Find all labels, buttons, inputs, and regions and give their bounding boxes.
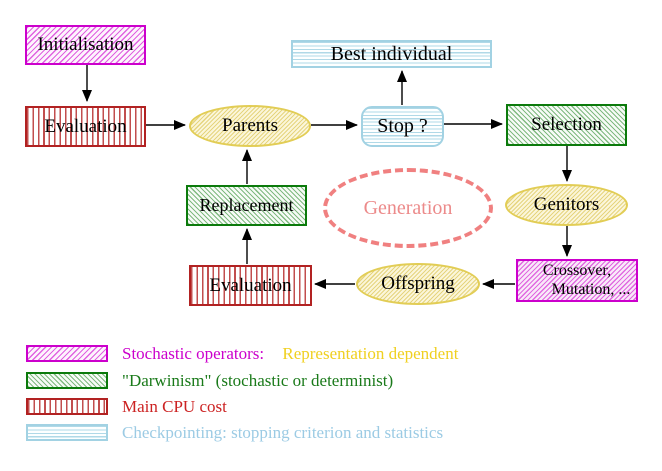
- node-evaluation-top: Evaluation: [25, 106, 146, 147]
- node-replacement: Replacement: [186, 185, 307, 226]
- legend-swatch-checkpointing: [26, 424, 108, 441]
- legend-row-darwinism: "Darwinism" (stochastic or determinist): [122, 371, 393, 391]
- node-initialisation-label: Initialisation: [37, 34, 134, 55]
- node-selection: Selection: [506, 104, 627, 146]
- node-generation-loop: Generation: [323, 168, 493, 248]
- node-crossover-label-line1: Crossover,: [542, 262, 612, 280]
- node-evaluation-top-label: Evaluation: [44, 115, 127, 137]
- node-evaluation-bottom: Evaluation: [189, 265, 312, 306]
- node-initialisation: Initialisation: [25, 25, 146, 65]
- legend-label-stochastic-operators: Stochastic operators:: [122, 344, 265, 363]
- node-stop-label: Stop ?: [377, 115, 428, 137]
- node-parents: Parents: [189, 105, 311, 147]
- legend-swatch-cpu-cost: [26, 398, 108, 415]
- node-replacement-label: Replacement: [199, 195, 294, 215]
- legend-label-darwinism: "Darwinism" (stochastic or determinist): [122, 371, 394, 390]
- legend-swatch-stochastic-operators: [26, 345, 108, 362]
- legend-row-checkpointing: Checkpointing: stopping criterion and st…: [122, 423, 443, 443]
- legend-swatch-darwinism: [26, 372, 108, 389]
- node-generation-label: Generation: [363, 196, 453, 219]
- node-crossover-label-line2: Mutation, ...: [551, 280, 631, 298]
- node-evaluation-bottom-label: Evaluation: [209, 274, 292, 296]
- legend-label-cpu-cost: Main CPU cost: [122, 397, 227, 416]
- legend-row-cpu-cost: Main CPU cost: [122, 397, 227, 417]
- node-parents-label: Parents: [222, 115, 278, 136]
- node-stop: Stop ?: [361, 106, 444, 147]
- node-offspring-label: Offspring: [381, 273, 455, 294]
- node-selection-label: Selection: [531, 114, 602, 135]
- node-genitors: Genitors: [505, 184, 628, 226]
- node-best-individual: Best individual: [291, 40, 492, 68]
- legend-label-checkpointing: Checkpointing: stopping criterion and st…: [122, 423, 444, 442]
- node-best-individual-label: Best individual: [330, 42, 453, 65]
- node-crossover-mutation: Crossover, Mutation, ...: [516, 259, 638, 302]
- legend-row-stochastic-operators: Stochastic operators: Representation dep…: [122, 344, 458, 364]
- node-genitors-label: Genitors: [533, 194, 600, 215]
- node-offspring: Offspring: [356, 263, 480, 305]
- legend-label-representation-dependent: Representation dependent: [282, 344, 459, 363]
